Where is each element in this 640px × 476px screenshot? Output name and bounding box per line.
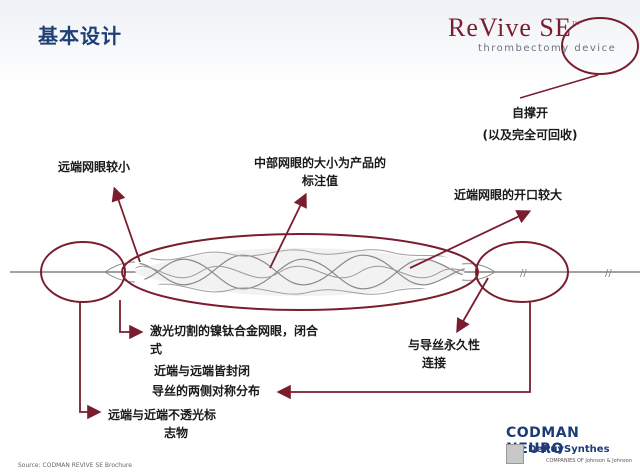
mesh-outline-ellipse xyxy=(121,233,479,311)
label-laser-line1: 激光切割的镍钛合金网眼，闭合 xyxy=(150,324,319,338)
arrow-permanent xyxy=(456,277,489,334)
mesh-right-taper xyxy=(461,263,496,281)
label-permanent-line2: 连接 xyxy=(422,356,447,370)
label-laser-cut: 激光切割的镍钛合金网眼，闭合 式 xyxy=(150,322,318,358)
logo-highlight-circle xyxy=(561,17,639,75)
label-permanent: 与导丝永久性 连接 xyxy=(408,336,480,372)
revive-logo: ReVive SE™ xyxy=(448,13,581,43)
mesh-left-taper xyxy=(104,261,136,283)
logo-brand: ReVive SE xyxy=(448,13,572,42)
label-self-expand: 自撑开 (以及完全可回收) xyxy=(470,104,590,144)
slide-title: 基本设计 xyxy=(38,24,122,48)
stent-mesh xyxy=(135,248,465,296)
label-both-closed: 近端与远端皆封闭 xyxy=(154,364,251,378)
label-radiopaque: 远端与近端不透光标 志物 xyxy=(108,406,216,442)
label-distal-small: 远端网眼较小 xyxy=(58,160,131,174)
label-permanent-line1: 与导丝永久性 xyxy=(408,338,481,352)
arrow-proximal-large xyxy=(409,210,532,269)
arrow-middle xyxy=(269,192,307,269)
arrow-laser-cut xyxy=(119,300,144,340)
label-middle-line2: 标注值 xyxy=(301,174,338,188)
connector-radiopaque xyxy=(79,302,102,420)
label-middle: 中部网眼的大小为产品的 标注值 xyxy=(235,154,405,190)
source-note: Source: CODMAN REVIVE SE Brochure xyxy=(18,462,132,469)
label-self-expand-line2: (以及完全可回收) xyxy=(482,128,578,142)
proximal-end-circle xyxy=(475,241,569,303)
guidewire-break-far: // xyxy=(605,268,612,279)
label-radiopaque-line2: 志物 xyxy=(164,426,189,440)
label-radiopaque-line1: 远端与近端不透光标 xyxy=(108,408,217,422)
depuy-synthes-logo: DePuySynthes xyxy=(528,444,610,455)
label-laser-line2: 式 xyxy=(150,342,163,356)
label-middle-line1: 中部网眼的大小为产品的 xyxy=(253,156,386,170)
jnj-companies-text: COMPANIES OF Johnson & Johnson xyxy=(546,458,632,464)
guidewire-break-right: // xyxy=(520,268,527,279)
label-proximal-large: 近端网眼的开口较大 xyxy=(454,188,563,202)
distal-end-circle xyxy=(40,241,126,303)
label-self-expand-line1: 自撑开 xyxy=(511,106,548,120)
arrow-self-expand xyxy=(519,74,599,99)
connector-radiopaque-right xyxy=(276,302,531,400)
label-symmetric: 导丝的两侧对称分布 xyxy=(152,384,261,398)
title-bar xyxy=(0,0,640,88)
logo-subtitle: thrombectomy device xyxy=(478,43,617,54)
arrow-distal-small xyxy=(111,186,141,263)
depuy-synthes-mark-icon xyxy=(506,444,524,464)
